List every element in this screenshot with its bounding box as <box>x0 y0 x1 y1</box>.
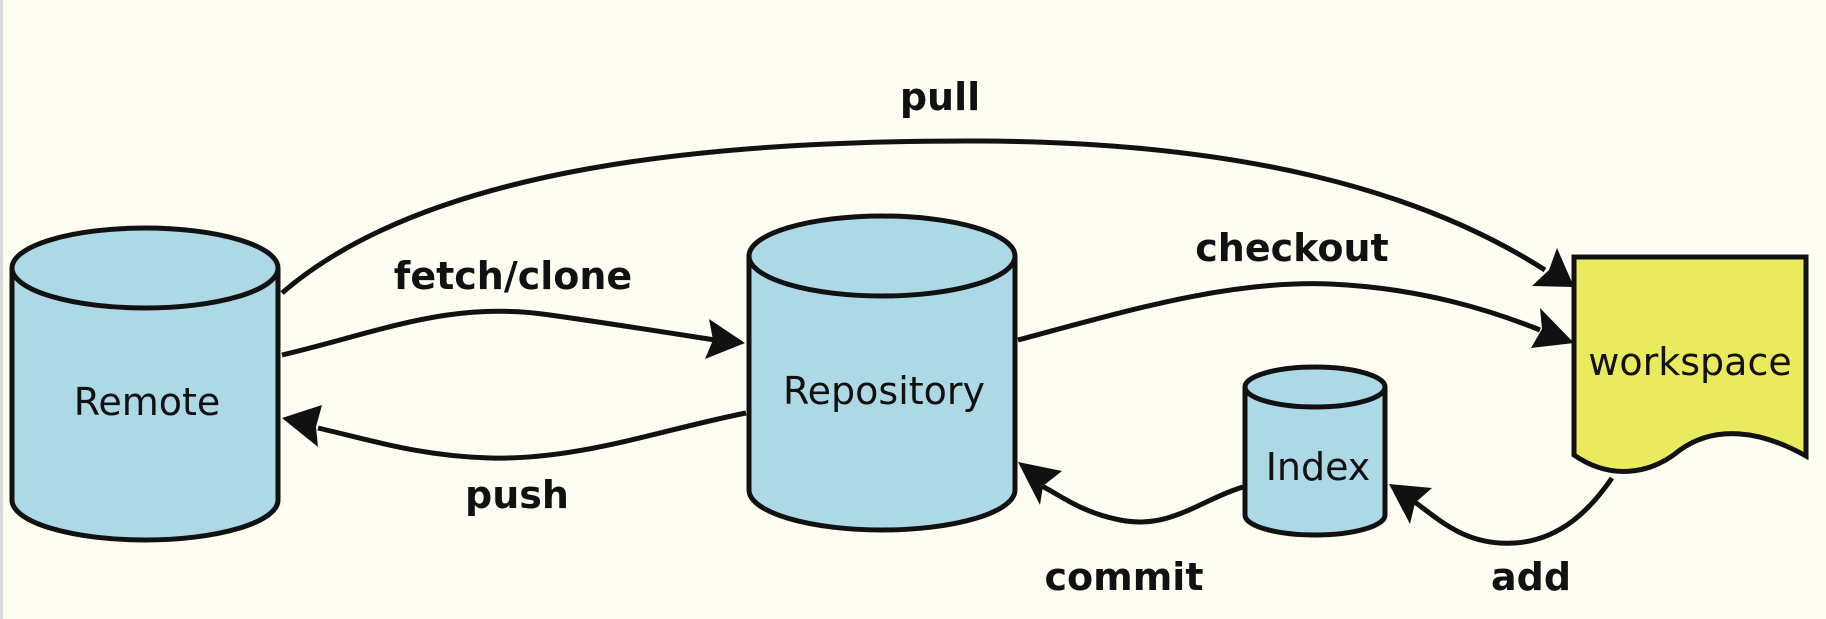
checkout-edge: checkout <box>1017 226 1574 348</box>
add-arrow-line <box>1410 476 1615 546</box>
commit-label: commit <box>1044 555 1203 599</box>
index-cylinder-top <box>1242 364 1388 410</box>
workspace-node: workspace <box>1571 254 1809 474</box>
index-node: Index <box>1242 364 1388 538</box>
remote-cylinder-body <box>9 268 281 543</box>
add-label: add <box>1491 555 1571 599</box>
push-arrowhead <box>282 405 322 447</box>
add-edge: add <box>1389 476 1615 599</box>
index-label: Index <box>1266 445 1371 489</box>
fetch-clone-arrowhead <box>705 319 745 359</box>
remote-cylinder-top <box>9 225 281 311</box>
remote-node: Remote <box>9 225 281 543</box>
commit-arrow-line <box>1038 482 1244 525</box>
pull-label: pull <box>900 75 980 119</box>
checkout-arrowhead <box>1531 308 1574 348</box>
push-edge: push <box>282 405 747 517</box>
repository-cylinder-top <box>746 213 1018 299</box>
push-arrow-line <box>317 410 747 461</box>
index-cylinder-body <box>1242 387 1388 538</box>
commit-arrowhead <box>1018 462 1062 505</box>
workspace-label: workspace <box>1588 340 1791 384</box>
commit-edge: commit <box>1018 462 1244 599</box>
pull-arrowhead <box>1532 248 1574 287</box>
repository-cylinder-body <box>746 256 1018 533</box>
workspace-document-shape <box>1571 254 1809 474</box>
repository-node: Repository <box>746 213 1018 533</box>
fetch-clone-arrow-line <box>281 308 716 358</box>
checkout-arrow-line <box>1017 281 1541 343</box>
remote-label: Remote <box>74 380 221 424</box>
checkout-label: checkout <box>1195 226 1388 270</box>
fetch-clone-edge: fetch/clone <box>281 254 745 359</box>
fetch-clone-label: fetch/clone <box>394 254 632 298</box>
pull-edge: pull <box>280 75 1574 295</box>
repository-label: Repository <box>783 369 985 413</box>
push-label: push <box>465 473 569 517</box>
add-arrowhead <box>1389 484 1432 524</box>
pull-arrow-line <box>280 138 1547 295</box>
